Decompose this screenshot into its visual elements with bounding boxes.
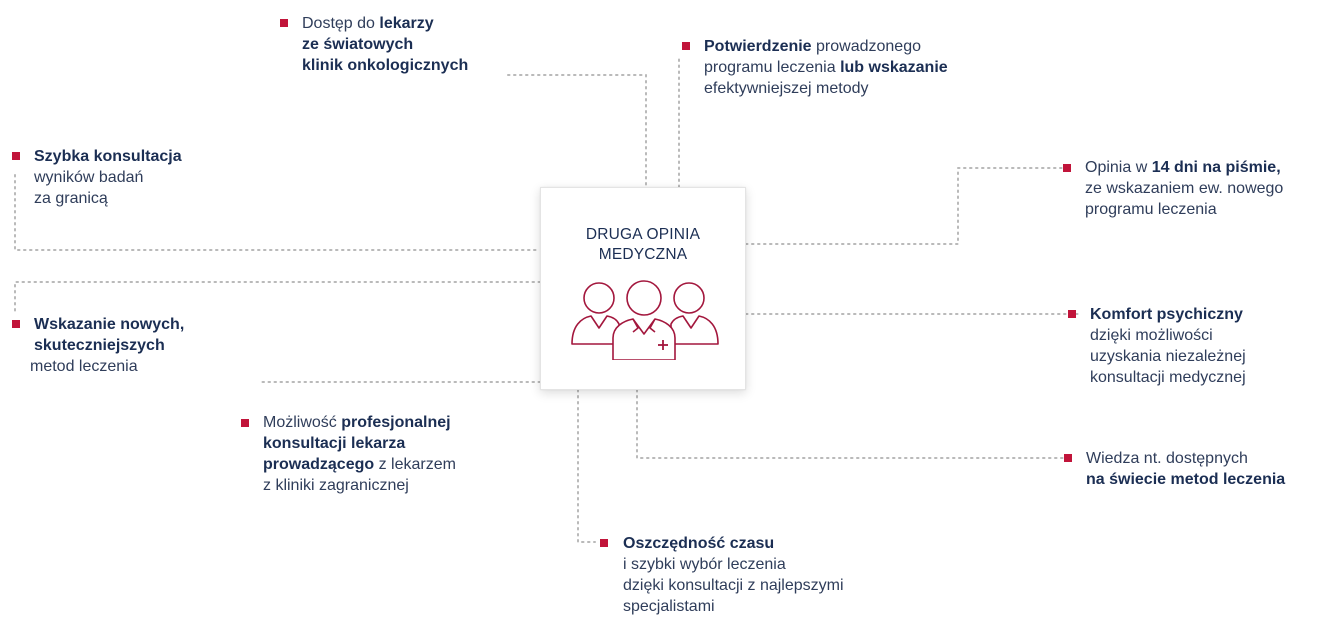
bullet-opinia xyxy=(1063,164,1071,172)
wiedza-text-1: Wiedza nt. dostępnych xyxy=(1086,450,1248,467)
bullet-szybka xyxy=(12,152,20,160)
wskazanie-bold-2: skuteczniejszych xyxy=(34,337,165,354)
potwierdzenie-bold-2: lub wskazanie xyxy=(840,59,948,76)
center-title: DRUGA OPINIA MEDYCZNA xyxy=(541,225,745,265)
center-title-line2: MEDYCZNA xyxy=(598,246,688,263)
wiedza-bold-1: na świecie metod leczenia xyxy=(1086,471,1286,488)
connector-oszczednosc xyxy=(577,389,596,543)
wskazanie-bold-1: Wskazanie nowych, xyxy=(34,316,185,333)
szybka-text-1: wyników badań xyxy=(34,169,144,186)
item-potwierdzenie: Potwierdzenie prowadzonego programu lecz… xyxy=(704,36,948,99)
komfort-text-3: konsultacji medycznej xyxy=(1090,369,1246,386)
dostep-bold-3: klinik onkologicznych xyxy=(302,57,469,74)
opinia-text-2: ze wskazaniem ew. nowego xyxy=(1085,180,1284,197)
wskazanie-text-1: metod leczenia xyxy=(30,358,138,375)
potwierdzenie-bold-1: Potwierdzenie xyxy=(704,38,812,55)
center-title-line1: DRUGA OPINIA xyxy=(585,226,701,243)
potwierdzenie-text-3: efektywniejszej metody xyxy=(704,80,869,97)
connector-wskazanie xyxy=(14,281,541,313)
komfort-text-2: uzyskania niezależnej xyxy=(1090,348,1246,365)
oszczednosc-text-2: dzięki konsultacji z najlepszymi xyxy=(623,577,844,594)
item-opinia: Opinia w 14 dni na piśmie, ze wskazaniem… xyxy=(1085,157,1283,220)
connector-opinia xyxy=(745,167,1064,245)
potwierdzenie-text-1: prowadzonego xyxy=(811,38,921,55)
connector-wiedza xyxy=(636,389,1066,459)
mozliwosc-text-2: z lekarzem xyxy=(374,456,456,473)
mozliwosc-bold-1: profesjonalnej xyxy=(341,414,451,431)
item-dostep: Dostęp do lekarzy ze światowych klinik o… xyxy=(302,13,468,76)
item-komfort: Komfort psychiczny dzięki możliwości uzy… xyxy=(1090,304,1246,388)
opinia-bold-1: 14 dni na piśmie, xyxy=(1151,159,1281,176)
connector-szybka xyxy=(14,174,541,251)
connector-dostep xyxy=(507,74,647,188)
bullet-komfort xyxy=(1068,310,1076,318)
bullet-dostep xyxy=(280,19,288,27)
item-szybka: Szybka konsultacja wyników badań za gran… xyxy=(34,146,182,209)
bullet-potwierdzenie xyxy=(682,42,690,50)
komfort-text-1: dzięki możliwości xyxy=(1090,327,1213,344)
dostep-bold-2: ze światowych xyxy=(302,36,414,53)
komfort-bold-1: Komfort psychiczny xyxy=(1090,306,1243,323)
szybka-text-2: za granicą xyxy=(34,190,108,207)
bullet-mozliwosc xyxy=(241,419,249,427)
item-wskazanie: Wskazanie nowych, skuteczniejszych metod… xyxy=(30,314,185,377)
doctors-group-icon xyxy=(571,280,719,360)
center-box: DRUGA OPINIA MEDYCZNA xyxy=(540,187,746,390)
opinia-text-3: programu leczenia xyxy=(1085,201,1217,218)
oszczednosc-text-3: specjalistami xyxy=(623,598,715,615)
bullet-oszczednosc xyxy=(600,539,608,547)
item-oszczednosc: Oszczędność czasu i szybki wybór leczeni… xyxy=(623,533,844,617)
bullet-wiedza xyxy=(1064,454,1072,462)
mozliwosc-bold-3: prowadzącego xyxy=(263,456,375,473)
opinia-text-1: Opinia w xyxy=(1085,159,1152,176)
mozliwosc-text-3: z kliniki zagranicznej xyxy=(263,477,409,494)
dostep-bold-1: lekarzy xyxy=(379,15,434,32)
bullet-wskazanie xyxy=(12,320,20,328)
szybka-bold-1: Szybka konsultacja xyxy=(34,148,182,165)
item-wiedza: Wiedza nt. dostępnych na świecie metod l… xyxy=(1086,448,1285,490)
item-mozliwosc: Możliwość profesjonalnej konsultacji lek… xyxy=(263,412,456,496)
mozliwosc-bold-2: konsultacji lekarza xyxy=(263,435,406,452)
dostep-text-1: Dostęp do xyxy=(302,15,380,32)
oszczednosc-bold-1: Oszczędność czasu xyxy=(623,535,775,552)
mozliwosc-text-1: Możliwość xyxy=(263,414,342,431)
oszczednosc-text-1: i szybki wybór leczenia xyxy=(623,556,786,573)
potwierdzenie-text-2: programu leczenia xyxy=(704,59,841,76)
